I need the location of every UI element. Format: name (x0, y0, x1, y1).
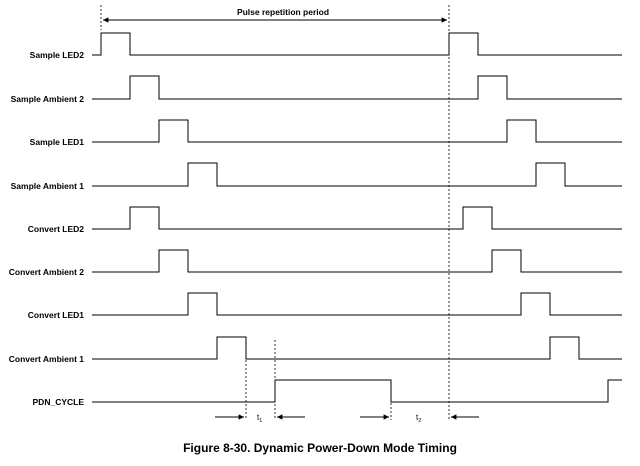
waveform-convert-ambient2 (92, 249, 622, 273)
signal-label-convert-led2: Convert LED2 (28, 224, 84, 234)
t2-label: t2 (416, 413, 421, 424)
timing-markers: t1 t2 (215, 340, 479, 424)
signal-labels: Sample LED2 Sample Ambient 2 Sample LED1… (9, 50, 85, 407)
waveform-pdn-cycle (92, 379, 622, 403)
signal-label-sample-ambient2: Sample Ambient 2 (11, 94, 85, 104)
signal-label-convert-ambient1: Convert Ambient 1 (9, 354, 85, 364)
waveform-sample-ambient1 (92, 162, 622, 187)
period-label: Pulse repetition period (237, 7, 329, 17)
waveform-sample-led1 (92, 119, 622, 143)
waveform-convert-led2 (92, 206, 622, 230)
signal-label-pdn-cycle: PDN_CYCLE (33, 397, 85, 407)
waveform-sample-ambient2 (92, 75, 622, 100)
signal-label-sample-led2: Sample LED2 (30, 50, 85, 60)
t1-label: t1 (257, 413, 262, 424)
waveform-convert-ambient1 (92, 336, 622, 360)
waveform-sample-led2 (92, 32, 622, 56)
signal-label-sample-led1: Sample LED1 (30, 137, 85, 147)
signal-label-convert-led1: Convert LED1 (28, 310, 84, 320)
waveforms (92, 32, 622, 403)
signal-label-sample-ambient1: Sample Ambient 1 (11, 181, 85, 191)
figure-caption: Figure 8-30. Dynamic Power-Down Mode Tim… (183, 441, 457, 455)
waveform-convert-led1 (92, 292, 622, 316)
signal-label-convert-ambient2: Convert Ambient 2 (9, 267, 85, 277)
pulse-period-annotation: Pulse repetition period (100, 5, 450, 420)
